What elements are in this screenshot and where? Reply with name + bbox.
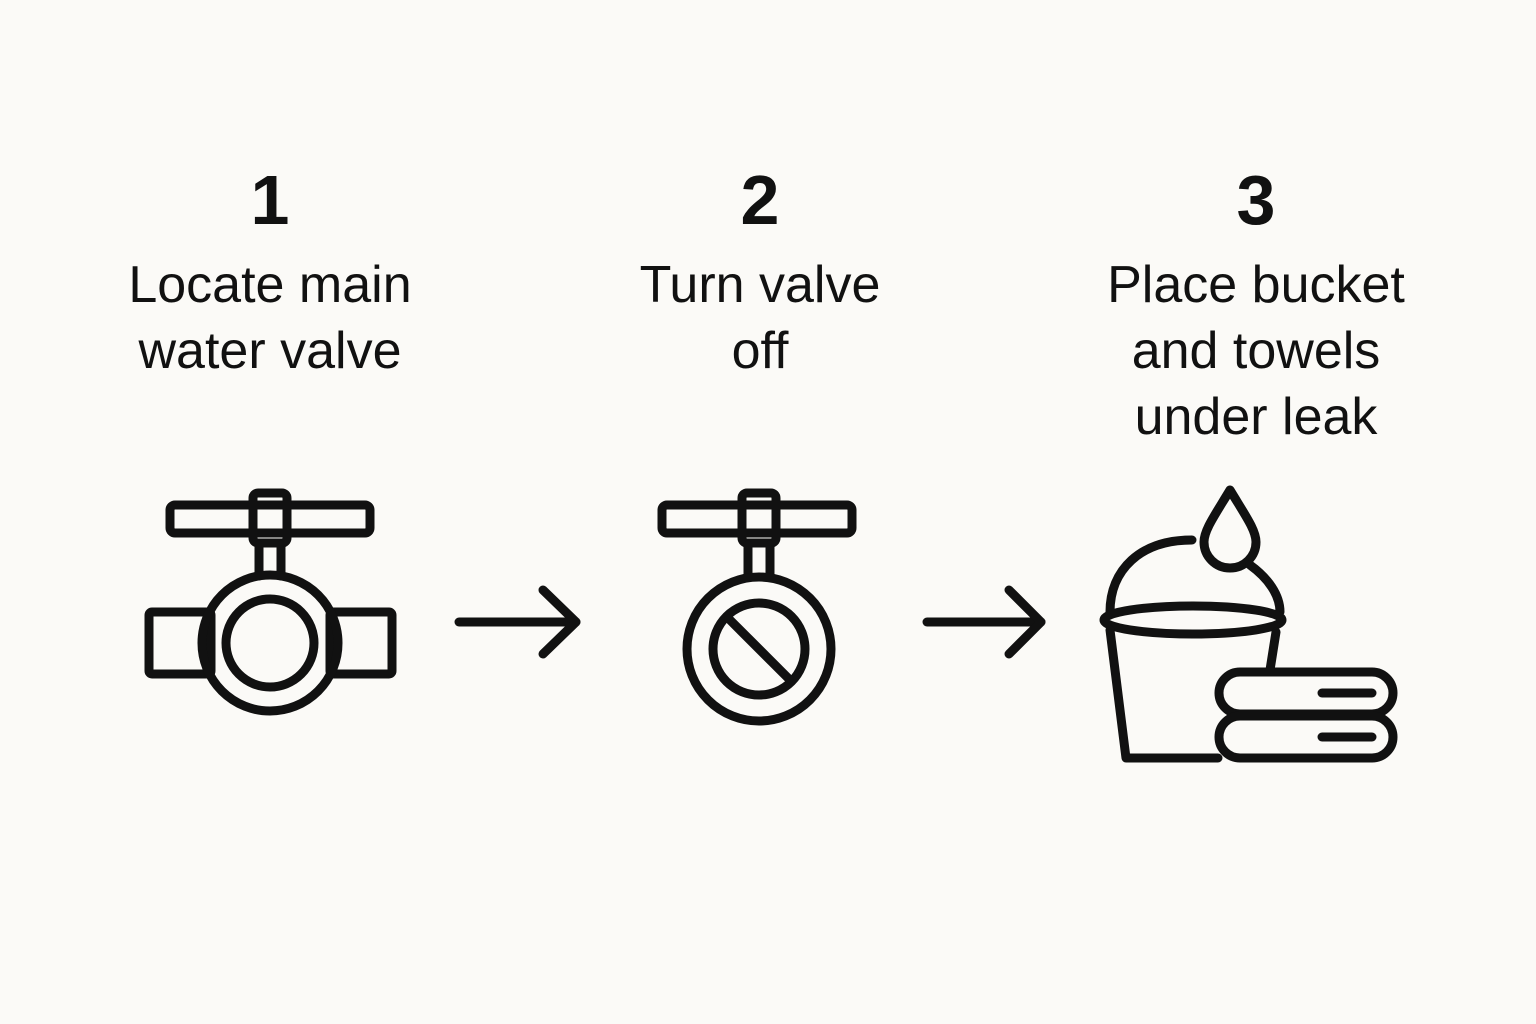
- arrow-right-icon: [922, 585, 1046, 659]
- step-number: 1: [250, 161, 290, 239]
- bucket-towels-icon: [1099, 485, 1398, 763]
- arrow-right-icon: [454, 585, 581, 659]
- step-label: Turn valve off: [639, 256, 881, 380]
- valve-icon: [144, 488, 397, 716]
- step-label: Place bucket and towels under leak: [1107, 256, 1405, 446]
- step-label: Locate main water valve: [128, 256, 412, 380]
- step-number: 2: [740, 161, 780, 239]
- bucket-handle: [1105, 535, 1197, 617]
- towel-icon: [1214, 711, 1398, 763]
- valve-off-icon: [657, 488, 857, 726]
- step-number: 3: [1236, 161, 1276, 239]
- water-drop-icon: [1199, 485, 1261, 573]
